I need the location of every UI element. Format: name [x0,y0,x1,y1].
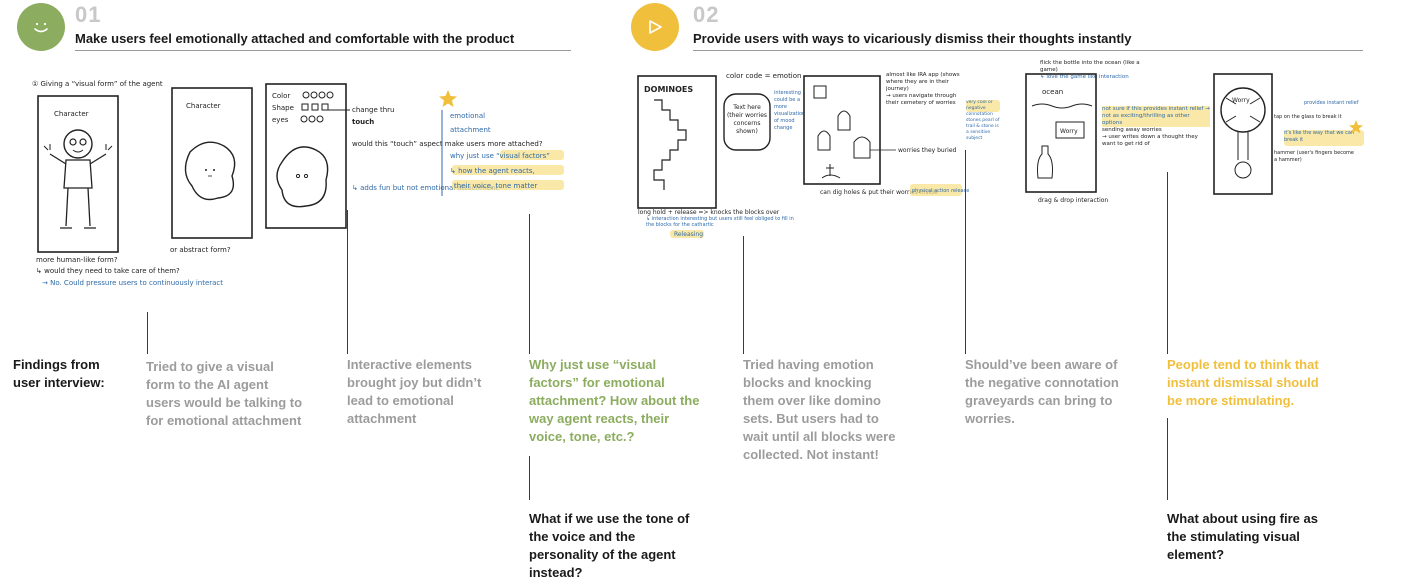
sketch-note: tap on the glass to break it [1274,114,1342,120]
finding-voice-tone: Why just use “visual factors” for emotio… [529,357,700,444]
sketch-note: or abstract form? [170,246,231,254]
sketch-dominoes: DOMINOES color code = emotion Text here … [634,70,804,240]
followup-fire-element: What about using fire as the stimulating… [1167,511,1318,562]
connector-line [529,456,530,500]
connector-line [529,214,530,354]
sketch-note: drag & drop interaction [1038,197,1108,204]
sketch-note: ↳ how the agent reacts, [450,167,535,175]
play-triangle-icon [649,20,662,34]
sketch-note: attachment [450,126,491,134]
sketch-note: more human-like form? [36,256,118,264]
followup-voice-personality: What if we use the tone of the voice and… [529,511,690,580]
sketch-label: Character [54,110,89,118]
sketch-character-human: ① Giving a “visual form” of the agent Ch… [28,76,223,308]
star-icon [439,90,457,107]
sketch-note: Text here (their worries concerns shown) [726,104,768,135]
sketch-label: eyes [272,116,289,124]
section-1-number: 01 [75,2,102,27]
sketch-note: sending away worries [1102,127,1162,133]
sketch-note: ① Giving a “visual form” of the agent [32,80,163,88]
sketch-glass-worry: Worry provides instant relief tap on the… [1210,70,1370,200]
connector-line [965,150,966,354]
sketch-note: not sure if this provides instant relief… [1102,106,1210,127]
sketch-note: touch [352,118,374,126]
sketch-note: it's like the way that we can break it [1284,130,1355,143]
sketch-note: their voice, tone matter [454,182,537,190]
sketch-label: ocean [1042,88,1063,96]
sketch-label: Shape [272,104,294,112]
findings-label: Findings from user interview: [13,357,105,390]
section-2-divider [693,50,1363,51]
section-2-title: Provide users with ways to vicariously d… [693,31,1132,46]
sketch-label: Worry [1060,128,1078,135]
sketch-note: long hold + release => knocks the blocks… [638,209,780,216]
sketch-note: color code = emotion [726,72,801,80]
sketch-note: stones pearl of trail & stone is a sensi… [966,118,1000,140]
sketch-note: ↳ adds fun but not emotional attachment [352,184,498,192]
sketch-note: change thru [352,106,394,114]
section-1-title: Make users feel emotionally attached and… [75,31,515,46]
sketch-note: ↳ would they need to take care of them? [36,267,180,275]
sketch-note: would this “touch” aspect make users mor… [352,140,543,148]
finding-visual-form: Tried to give a visual form to the AI ag… [146,359,303,428]
sketch-note: ↳ interaction interesting but users stil… [646,216,794,228]
sketch-note: → No. Could pressure users to continuous… [42,279,223,287]
sketch-character-custom: Color Shape eyes change thru touch would… [262,80,543,232]
finding-stimulating-dismissal: People tend to think that instant dismis… [1167,357,1319,408]
sketch-note: flick the bottle into the ocean (like a … [1040,60,1140,73]
sketch-note: emotional [450,112,485,120]
connector-line [147,312,148,354]
star-icon [1349,120,1363,134]
sketch-note: ↳ love the game like interaction [1040,74,1129,80]
sketch-note: can dig holes & put their worries inside [820,189,938,196]
sketch-note: provides instant relief [1304,100,1359,106]
sketch-note: worries they buried [898,147,957,154]
finding-graveyard-connotation: Should’ve been aware of the negative con… [965,357,1119,426]
sketch-note: very cool or negative connotation [966,100,993,117]
sketch-character-abstract: Character or abstract form? [166,86,262,256]
sketch-note: → user writes down a thought they want t… [1102,134,1198,147]
sketch-note: almost like IRA app (shows where they ar… [886,72,960,92]
smiley-face-icon [34,22,48,33]
connector-line [743,236,744,354]
sketch-note: physical action release [912,188,969,194]
sketch-graveyard: almost like IRA app (shows where they ar… [800,72,1000,212]
sketch-note: hammer (user's fingers become a hammer) [1274,150,1354,163]
sketch-note: → users navigate through their cemetery … [886,93,957,106]
sketch-note: Releasing [674,231,703,238]
sketch-ocean-bottle: flick the bottle into the ocean (like a … [1020,60,1210,206]
section-2-number: 02 [693,2,720,27]
finding-domino-blocks: Tried having emotion blocks and knocking… [743,357,896,462]
sketch-label: DOMINOES [644,85,693,94]
connector-line [1167,172,1168,354]
sketch-note: interesting could be a more visualizatio… [774,90,804,131]
sketch-emotional-attachment: emotional attachment why just use “visua… [436,86,572,204]
connector-line [1167,418,1168,500]
section-1-badge [17,3,65,51]
sketch-label: Worry [1232,97,1250,104]
finding-interactive-elements: Interactive elements brought joy but did… [347,357,482,426]
section-2-badge [631,3,679,51]
sketch-label: Character [186,102,221,110]
sketch-note: why just use “visual factors” [450,152,550,160]
section-1-divider [75,50,571,51]
sketch-label: Color [272,92,290,100]
connector-line [347,210,348,354]
